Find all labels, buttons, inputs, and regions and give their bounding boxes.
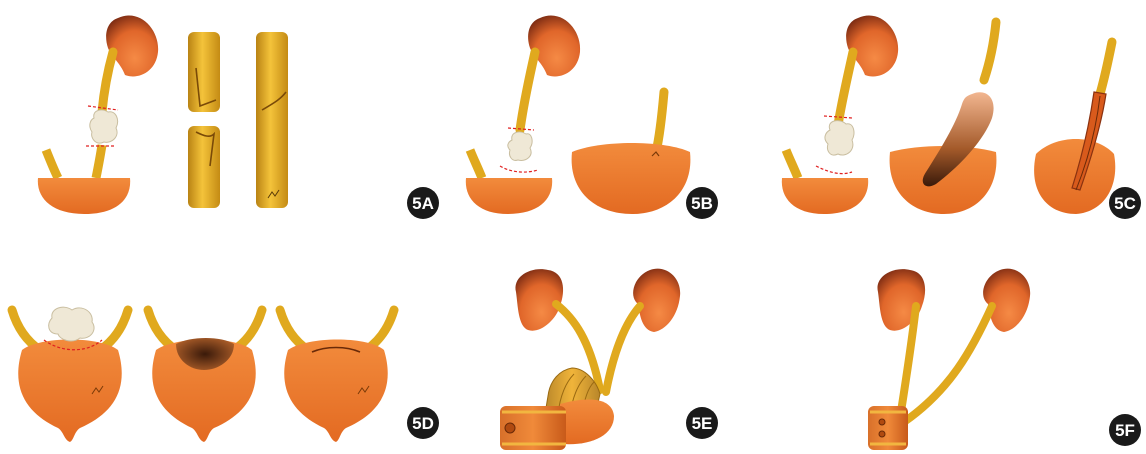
kidney	[515, 269, 563, 331]
bladder	[560, 400, 614, 445]
panel-label-badge-5D: 5D	[407, 407, 439, 439]
reimplanted-ureter	[656, 92, 664, 152]
panel-label-badge-5C: 5C	[1109, 187, 1141, 219]
anastomosed-ureter	[256, 32, 288, 208]
ureter	[838, 52, 853, 125]
tumor	[825, 121, 854, 155]
kidney	[106, 16, 158, 77]
panel-5A	[38, 16, 288, 214]
ureter-stump	[984, 22, 996, 80]
bladder	[1034, 139, 1115, 214]
stoma-opening	[879, 419, 885, 425]
bladder	[284, 340, 387, 443]
panel-label: 5E	[692, 414, 713, 433]
kidney	[983, 269, 1030, 332]
stoma-opening	[505, 423, 515, 433]
ureter	[606, 306, 640, 392]
ureter	[470, 150, 482, 178]
tumor	[90, 110, 118, 143]
ureter	[102, 52, 113, 112]
panel-label-badge-5A: 5A	[407, 187, 439, 219]
bladder	[466, 178, 552, 214]
panel-label: 5F	[1115, 421, 1135, 440]
ureter	[1100, 42, 1112, 94]
panel-label-badge-5E: 5E	[686, 407, 718, 439]
tumor	[508, 132, 532, 160]
ureter	[96, 145, 102, 178]
bladder	[572, 143, 691, 214]
panel-label: 5B	[691, 194, 713, 213]
panel-5B	[466, 16, 691, 214]
tumor	[49, 307, 94, 341]
incision-line	[500, 166, 538, 172]
panel-5F	[868, 269, 1030, 450]
bladder	[18, 340, 121, 443]
bladder	[38, 178, 130, 214]
ureter	[520, 52, 535, 130]
panel-5E	[500, 269, 680, 450]
panel-5D	[12, 307, 394, 442]
bladder	[782, 178, 868, 214]
stoma-opening	[879, 431, 885, 437]
kidney	[633, 269, 680, 332]
panel-5C	[782, 16, 1115, 214]
panel-label: 5C	[1114, 194, 1136, 213]
incision-line	[816, 166, 852, 174]
ureter-segment	[188, 126, 220, 208]
panel-label: 5A	[412, 194, 434, 213]
panel-label-badge-5F: 5F	[1109, 414, 1141, 446]
panel-label-badge-5B: 5B	[686, 187, 718, 219]
ureter	[46, 150, 58, 178]
ureter	[786, 150, 798, 178]
panel-label: 5D	[412, 414, 434, 433]
